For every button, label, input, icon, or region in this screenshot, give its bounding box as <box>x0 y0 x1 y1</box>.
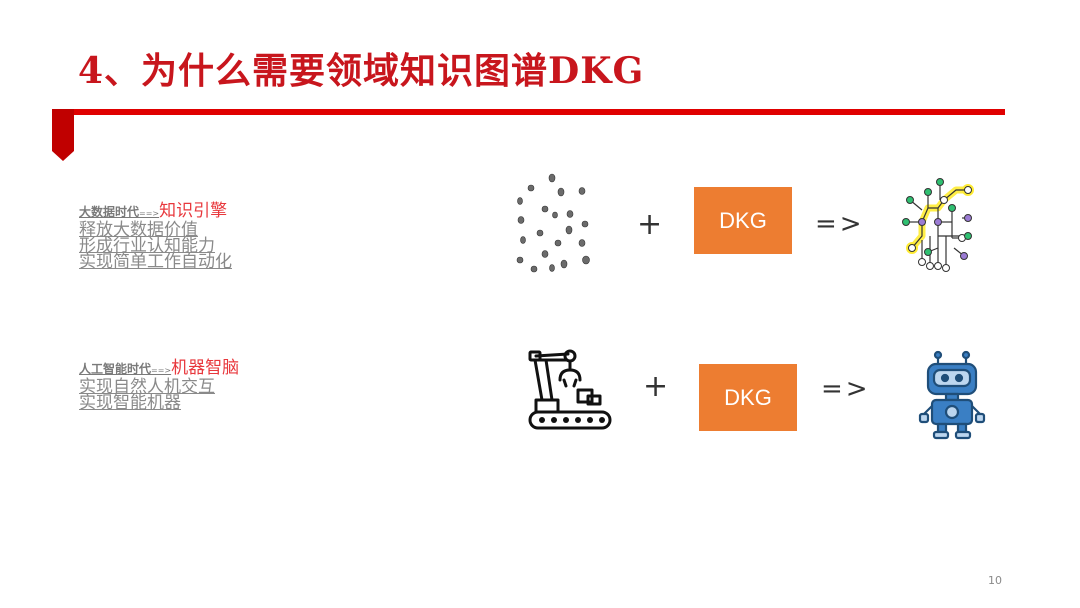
row2-dkg-box: DKG <box>699 364 797 431</box>
row1-heading: 大数据时代==>知识引擎 <box>79 203 232 222</box>
robot-icon <box>918 350 986 440</box>
row2-head-keyword: 机器智脑 <box>171 358 240 378</box>
row1-line: 形成行业认知能力 <box>79 236 215 256</box>
row2-line: 实现智能机器 <box>79 393 181 413</box>
row1-dkg-box: DKG <box>694 187 792 254</box>
row2-result-arrow: => <box>821 374 871 404</box>
page-number: 10 <box>988 574 1002 587</box>
slide-title: 4、为什么需要领域知识图谱DKG <box>78 50 645 92</box>
row1-result-arrow: => <box>815 209 865 239</box>
row2-line: 实现自然人机交互 <box>79 377 215 397</box>
row1-line: 释放大数据价值 <box>79 220 198 240</box>
row2-text-block: 人工智能时代==>机器智脑 实现自然人机交互 实现智能机器 <box>79 360 239 413</box>
robotic-arm-conveyor-icon <box>528 349 612 430</box>
scattered-dots-icon <box>516 173 590 273</box>
row1-head-keyword: 知识引擎 <box>159 201 228 221</box>
row1-head-prefix: 大数据时代 <box>79 205 140 219</box>
knowledge-network-icon <box>902 178 974 272</box>
row2-plus-sign: + <box>643 369 669 404</box>
row1-text-block: 大数据时代==>知识引擎 释放大数据价值 形成行业认知能力 实现简单工作自动化 <box>79 203 232 272</box>
row2-head-prefix: 人工智能时代 <box>79 362 152 376</box>
row2-heading: 人工智能时代==>机器智脑 <box>79 360 239 379</box>
row1-head-arrow: ==> <box>139 209 160 218</box>
title-underline <box>52 109 1005 115</box>
title-flag-marker <box>52 109 74 161</box>
row2-head-arrow: ==> <box>151 366 172 375</box>
row1-plus-sign: + <box>637 207 663 242</box>
row1-line: 实现简单工作自动化 <box>79 252 232 272</box>
